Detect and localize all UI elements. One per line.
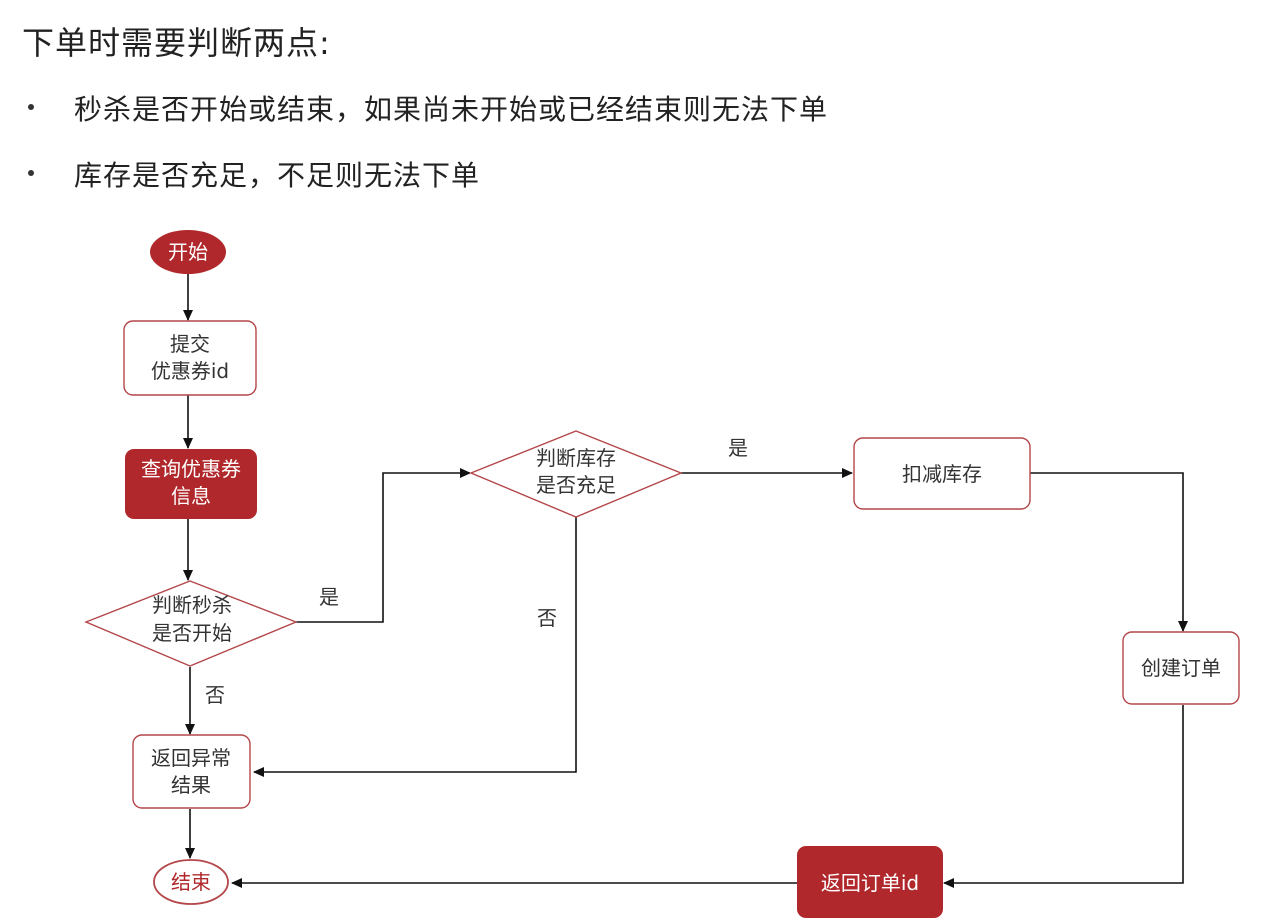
check-stock-line1: 判断库存 bbox=[536, 446, 616, 470]
edge-create-return bbox=[943, 705, 1184, 888]
edge-label-yes: 是 bbox=[319, 585, 339, 609]
edge-label-no: 否 bbox=[537, 606, 557, 630]
bullet-text: 秒杀是否开始或结束，如果尚未开始或已经结束则无法下单 bbox=[74, 93, 829, 126]
return-error-line2: 结果 bbox=[171, 773, 211, 797]
edge-label-no: 否 bbox=[205, 683, 225, 707]
check-seckill-line1: 判断秒杀 bbox=[152, 593, 232, 617]
page-title: 下单时需要判断两点: bbox=[22, 24, 331, 62]
query-label-line2: 信息 bbox=[171, 484, 211, 508]
submit-label-line2: 优惠券id bbox=[151, 359, 229, 383]
bullet-text: 库存是否充足，不足则无法下单 bbox=[74, 159, 481, 192]
query-label-line1: 查询优惠券 bbox=[141, 457, 241, 481]
check-stock-decision: 判断库存 是否充足 bbox=[469, 430, 683, 518]
end-node: 结束 bbox=[153, 859, 229, 905]
submit-node: 提交 优惠券id bbox=[123, 320, 257, 396]
edge-label-yes: 是 bbox=[728, 436, 748, 460]
requirement-list: 秒杀是否开始或结束，如果尚未开始或已经结束则无法下单 库存是否充足，不足则无法下… bbox=[22, 88, 828, 220]
return-order-label: 返回订单id bbox=[821, 871, 919, 895]
deduct-stock-node: 扣减库存 bbox=[853, 437, 1031, 510]
bullet-icon bbox=[28, 104, 34, 110]
edge-check-stock bbox=[296, 468, 471, 623]
submit-label-line1: 提交 bbox=[170, 332, 210, 356]
create-order-node: 创建订单 bbox=[1122, 631, 1240, 705]
return-order-node: 返回订单id bbox=[797, 846, 943, 918]
check-stock-line2: 是否充足 bbox=[536, 473, 616, 497]
end-label: 结束 bbox=[171, 870, 211, 894]
list-item: 库存是否充足，不足则无法下单 bbox=[22, 154, 828, 194]
list-item: 秒杀是否开始或结束，如果尚未开始或已经结束则无法下单 bbox=[22, 88, 828, 128]
create-order-label: 创建订单 bbox=[1141, 656, 1221, 680]
start-label: 开始 bbox=[168, 240, 208, 264]
return-error-line1: 返回异常 bbox=[151, 746, 231, 770]
deduct-stock-label: 扣减库存 bbox=[902, 462, 982, 486]
edge-stock-error bbox=[253, 517, 577, 777]
bullet-icon bbox=[28, 170, 34, 176]
query-node: 查询优惠券 信息 bbox=[125, 449, 257, 519]
start-node: 开始 bbox=[150, 230, 226, 274]
edge-deduct-create bbox=[1030, 472, 1188, 632]
check-seckill-decision: 判断秒杀 是否开始 bbox=[84, 580, 298, 667]
return-error-node: 返回异常 结果 bbox=[132, 734, 251, 809]
check-seckill-line2: 是否开始 bbox=[152, 621, 232, 645]
